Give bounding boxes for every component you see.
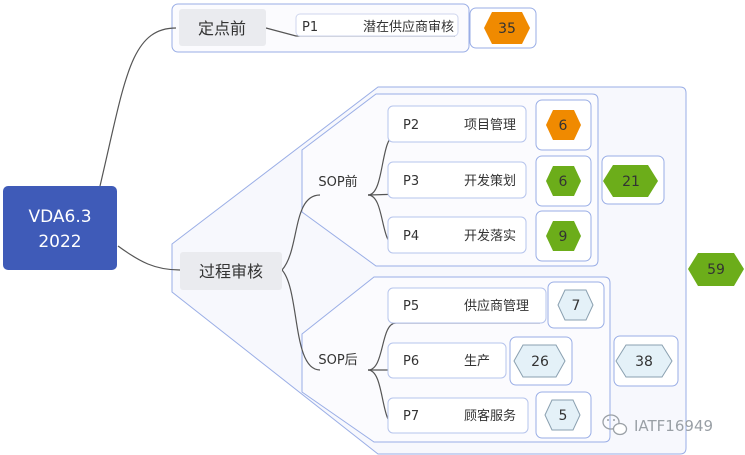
item-p6-name: 生产: [464, 354, 490, 369]
branch-before-node[interactable]: [179, 9, 266, 46]
wechat-icon: [602, 414, 628, 436]
sop-after-label: SOP后: [318, 353, 357, 368]
score-p1: 35: [469, 7, 537, 49]
watermark-text: IATF16949: [634, 417, 713, 435]
score-p7: 5: [535, 391, 592, 439]
score-p2-value: 6: [559, 118, 568, 134]
subtotal-sop-after-value: 38: [635, 354, 653, 370]
item-p6-code: P6: [403, 354, 419, 369]
item-p3-name: 开发策划: [464, 173, 516, 189]
score-p1-value: 35: [498, 21, 516, 37]
item-p1[interactable]: P1 潜在供应商审核: [295, 13, 459, 37]
score-p4-value: 9: [559, 229, 568, 245]
subtotal-sop-after: 38: [613, 335, 679, 387]
item-p1-name: 潜在供应商审核: [363, 19, 454, 35]
score-p2: 6: [535, 99, 592, 151]
item-p2[interactable]: P2 项目管理: [387, 105, 527, 143]
score-p3: 6: [535, 155, 592, 207]
item-p3-code: P3: [403, 174, 419, 189]
item-p7-code: P7: [403, 409, 419, 424]
item-p6[interactable]: P6 生产: [387, 342, 507, 379]
branch-process-label: 过程审核: [199, 262, 263, 281]
item-p2-name: 项目管理: [464, 118, 516, 133]
item-p4-name: 开发落实: [464, 228, 516, 244]
score-p4: 9: [535, 210, 592, 262]
item-p5-code: P5: [403, 299, 419, 314]
score-p6: 26: [509, 336, 573, 386]
score-p6-value: 26: [531, 354, 549, 370]
score-p3-value: 6: [559, 174, 568, 190]
score-p5: 7: [547, 281, 605, 329]
branch-process-node[interactable]: [180, 252, 282, 290]
root-node[interactable]: [3, 186, 117, 270]
root-year: 2022: [38, 232, 81, 252]
subtotal-sop-before: 21: [601, 155, 665, 205]
item-p7-name: 顾客服务: [464, 408, 516, 424]
root-title: VDA6.3: [28, 207, 91, 227]
item-p1-code: P1: [302, 20, 318, 35]
item-p3[interactable]: P3 开发策划: [387, 161, 527, 199]
item-p7[interactable]: P7 顾客服务: [387, 397, 529, 434]
score-p5-value: 7: [572, 298, 581, 314]
item-p5-name: 供应商管理: [464, 298, 529, 314]
item-p4[interactable]: P4 开发落实: [387, 216, 527, 254]
item-p4-code: P4: [403, 229, 419, 244]
watermark: IATF16949: [602, 414, 713, 436]
subtotal-sop-before-value: 21: [622, 174, 640, 190]
score-p7-value: 5: [559, 408, 568, 424]
item-p2-code: P2: [403, 118, 419, 133]
sop-before-label: SOP前: [318, 174, 357, 190]
branch-before-label: 定点前: [198, 19, 246, 38]
total-process-value: 59: [707, 262, 725, 278]
total-process: 59: [688, 253, 744, 286]
item-p5[interactable]: P5 供应商管理: [387, 287, 547, 324]
